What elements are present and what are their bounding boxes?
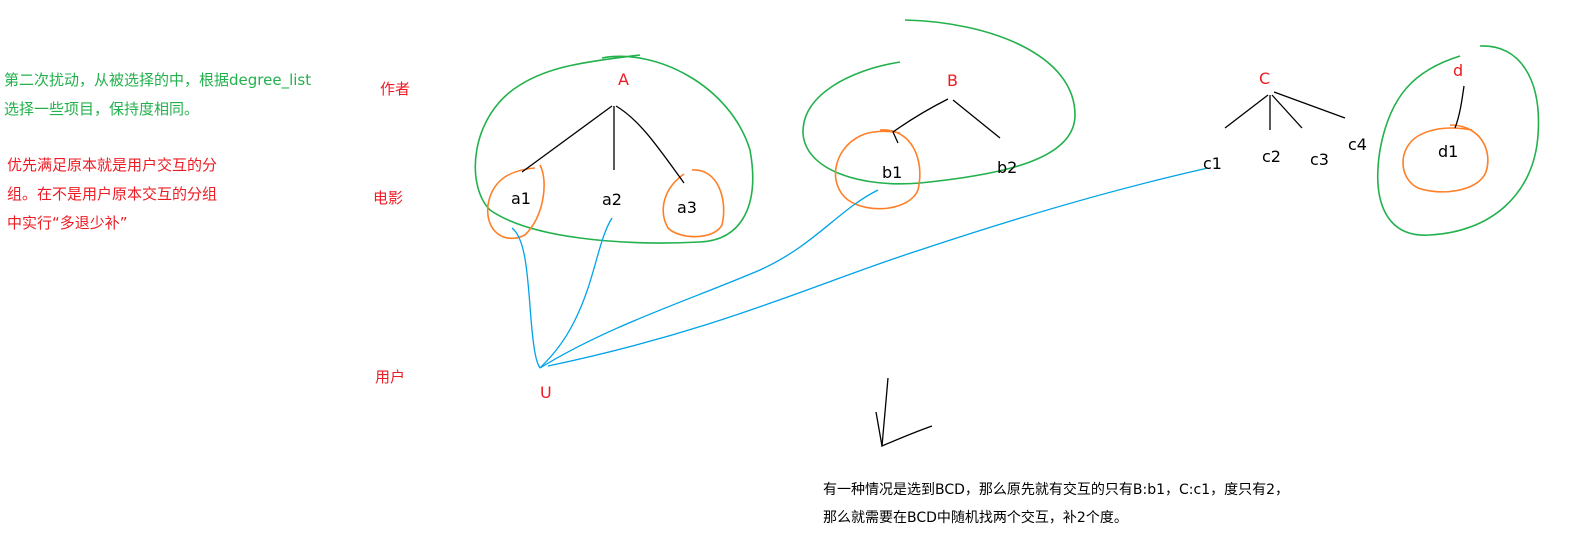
group-outline-d [1377, 45, 1540, 236]
group-outline-A [474, 54, 754, 244]
node-a3: a3 [677, 198, 697, 217]
node-a1: a1 [511, 189, 531, 208]
edge-U-a2 [539, 217, 613, 369]
edge-A-a3 [615, 105, 685, 184]
edge-d-d1 [1454, 85, 1465, 129]
edge-B-b2 [952, 99, 1001, 139]
edge-U-b1 [539, 189, 879, 369]
edge-U-c1 [547, 167, 1209, 367]
circle-a3 [662, 169, 725, 238]
node-d1: d1 [1438, 142, 1459, 161]
node-c3: c3 [1310, 150, 1329, 169]
circle-d1 [1402, 124, 1489, 193]
circle-a1 [487, 164, 545, 240]
note-green-line1: 第二次扰动，从被选择的中，根据degree_list [4, 71, 312, 89]
note-red-line2: 组。在不是用户原本交互的分组 [7, 185, 218, 203]
edge-B-b1 [892, 98, 949, 144]
node-d: d [1453, 61, 1464, 80]
down-arrow-icon [881, 377, 933, 448]
note-red-line1: 优先满足原本就是用户交互的分 [7, 156, 218, 174]
edge-C-c4 [1273, 91, 1346, 119]
node-c2: c2 [1262, 147, 1281, 166]
edge-C-c1 [1224, 94, 1269, 129]
node-C: C [1259, 69, 1271, 88]
bottom-text-line1: 有一种情况是选到BCD，那么原先就有交互的只有B:b1，C:c1，度只有2， [823, 482, 1290, 498]
down-arrow-tail [875, 411, 883, 447]
note-green-line2: 选择一些项目，保持度相同。 [4, 100, 200, 118]
row-label-movie: 电影 [373, 189, 404, 207]
node-B: B [947, 71, 958, 90]
node-a2: a2 [602, 190, 622, 209]
edge-A-a1 [521, 105, 613, 173]
node-U: U [540, 383, 552, 402]
node-b2: b2 [997, 158, 1018, 177]
note-red-line3: 中实行“多退少补” [7, 214, 128, 232]
node-b1: b1 [882, 163, 903, 182]
node-A: A [618, 70, 629, 89]
node-c1: c1 [1203, 154, 1222, 173]
row-label-author: 作者 [380, 80, 411, 98]
node-c4: c4 [1348, 135, 1367, 154]
circle-b1 [834, 129, 921, 210]
bottom-text-line2: 那么就需要在BCD中随机找两个交互，补2个度。 [823, 510, 1128, 526]
row-label-user: 用户 [375, 368, 406, 386]
edge-C-c3 [1271, 94, 1303, 129]
group-outline-B [802, 19, 1076, 185]
edge-U-a1 [511, 227, 541, 369]
